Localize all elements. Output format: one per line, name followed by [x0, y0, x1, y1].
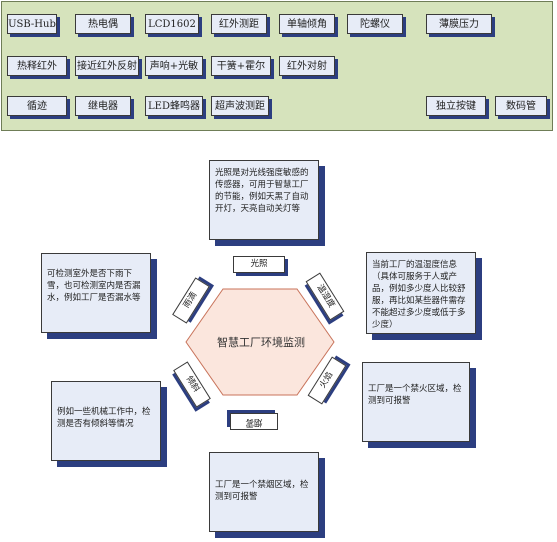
module-film-pressure[interactable]: 薄膜压力	[426, 14, 492, 34]
note-light: 光照是对光线强度敏感的传感器，可用于智慧工厂的节能，例如天黑了自动开灯，天亮自动…	[209, 160, 319, 240]
note-rain: 可检测室外是否下雨下雪，也可检测室内是否漏水，例如工厂是否漏水等	[41, 253, 151, 333]
module-pyroelectric-ir[interactable]: 热释红外	[7, 56, 67, 76]
note-tilt: 例如一些机械工作中，检测是否有倾斜等情况	[51, 381, 161, 461]
module-gyroscope[interactable]: 陀螺仪	[347, 14, 403, 34]
note-fire: 工厂是一个禁火区域，检测到可报警	[362, 362, 470, 442]
note-temp-humidity: 当前工厂的温湿度信息（具体可服务于人或产品，例如多少度人比较舒服，再比如某些器件…	[366, 252, 476, 334]
center-label: 智慧工厂环境监测	[217, 336, 305, 349]
tag-light[interactable]: 光照	[233, 256, 285, 273]
tag-smoke[interactable]: 烟雾	[230, 413, 278, 430]
module-tilt-sensor[interactable]: 单轴倾角	[279, 14, 335, 34]
module-line-tracking[interactable]: 循迹	[7, 96, 67, 116]
module-ir-ranging[interactable]: 红外测距	[211, 14, 267, 34]
module-thermocouple[interactable]: 热电偶	[75, 14, 131, 34]
module-relay[interactable]: 继电器	[75, 96, 131, 116]
module-lcd1602[interactable]: LCD1602	[145, 14, 199, 34]
module-digital-tube[interactable]: 数码管	[495, 96, 547, 116]
module-sound-light[interactable]: 声响+光敏	[145, 56, 203, 76]
module-ir-reflection[interactable]: 接近红外反射	[75, 56, 139, 76]
module-ultrasonic[interactable]: 超声波测距	[211, 96, 269, 116]
module-led-buzzer[interactable]: LED蜂鸣器	[145, 96, 203, 116]
module-ir-beam[interactable]: 红外对射	[279, 56, 335, 76]
module-reed-hall[interactable]: 干簧+霍尔	[211, 56, 271, 76]
module-usb-hub[interactable]: USB-Hub	[7, 14, 57, 34]
note-smoke: 工厂是一个禁烟区域，检测到可报警	[209, 452, 319, 532]
module-key[interactable]: 独立按键	[426, 96, 486, 116]
module-panel: USB-Hub 热电偶 LCD1602 红外测距 单轴倾角 陀螺仪 薄膜压力 热…	[1, 1, 553, 131]
